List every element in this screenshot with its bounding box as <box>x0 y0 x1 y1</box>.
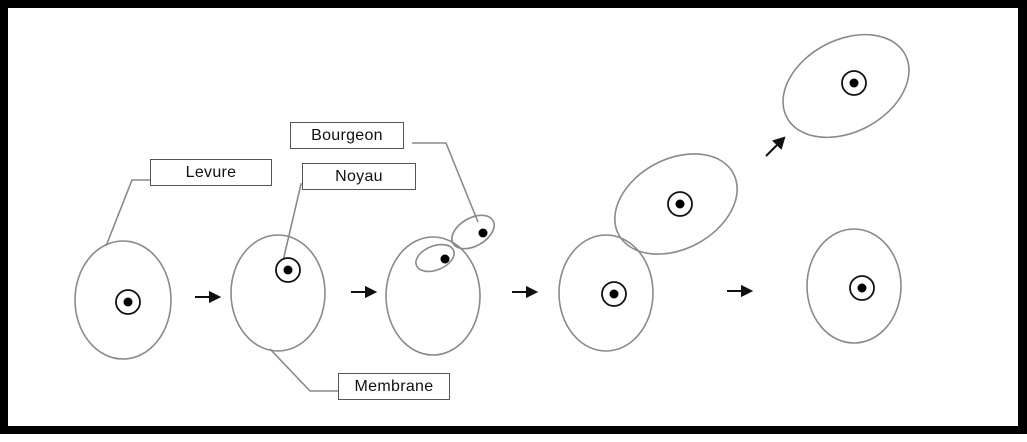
yeast-cell-3 <box>385 236 481 356</box>
leader-noyau <box>282 183 310 262</box>
yeast-cell-1 <box>74 240 172 360</box>
label-levure: Levure <box>150 159 272 186</box>
label-noyau: Noyau <box>302 163 416 190</box>
label-bourgeon: Bourgeon <box>290 122 404 149</box>
leader-membrane <box>269 348 346 392</box>
label-membrane: Membrane <box>338 373 450 400</box>
bud-large <box>614 153 738 255</box>
dividing-nucleus-left <box>415 243 455 273</box>
yeast-cell-2 <box>230 234 326 352</box>
yeast-cell-4 <box>558 234 654 352</box>
daughter-cell <box>782 33 910 139</box>
leader-levure <box>105 179 158 247</box>
mother-cell <box>806 228 902 344</box>
bud-small <box>451 214 495 250</box>
leader-bourgeon <box>412 142 479 223</box>
budding-diagram <box>74 33 910 392</box>
